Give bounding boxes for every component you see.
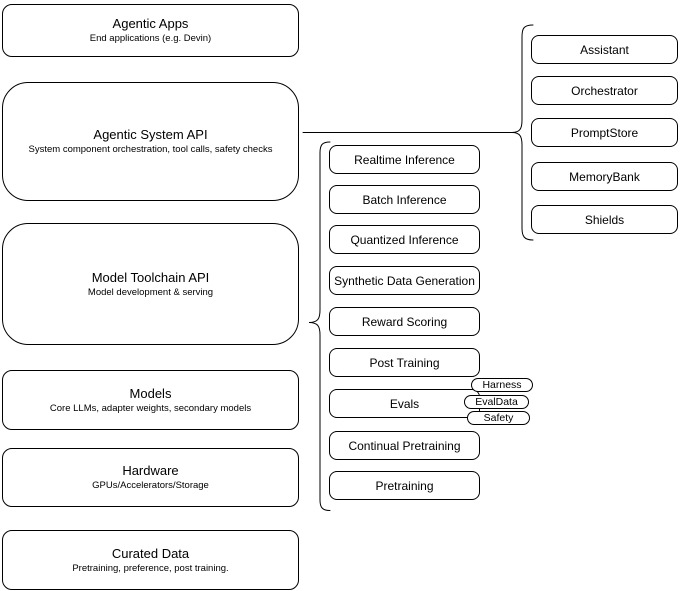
tag-label: Harness <box>482 378 522 391</box>
node-subtitle: Core LLMs, adapter weights, secondary mo… <box>49 402 252 414</box>
tag-evaldata: EvalData <box>464 395 529 409</box>
node-label: Continual Pretraining <box>348 438 461 453</box>
node-label: Quantized Inference <box>350 232 459 247</box>
node-promptstore: PromptStore <box>531 118 678 147</box>
node-subtitle: Pretraining, preference, post training. <box>72 562 229 574</box>
node-label: Batch Inference <box>362 192 447 207</box>
brace-right-column <box>511 24 534 241</box>
node-curated-data: Curated Data Pretraining, preference, po… <box>2 530 299 590</box>
node-title: Models <box>129 385 172 401</box>
node-quantized-inference: Quantized Inference <box>329 225 480 254</box>
node-subtitle: System component orchestration, tool cal… <box>28 144 273 155</box>
node-orchestrator: Orchestrator <box>531 76 678 105</box>
node-model-toolchain-api: Model Toolchain API Model development & … <box>2 223 299 345</box>
node-shields: Shields <box>531 205 678 234</box>
node-label: MemoryBank <box>569 169 640 184</box>
node-subtitle: End applications (e.g. Devin) <box>89 33 212 44</box>
node-label: Pretraining <box>375 478 434 493</box>
node-pretraining: Pretraining <box>329 471 480 500</box>
node-label: Evals <box>389 396 420 411</box>
node-batch-inference: Batch Inference <box>329 185 480 214</box>
node-continual-pretraining: Continual Pretraining <box>329 431 480 460</box>
tag-label: Safety <box>483 411 514 424</box>
node-label: Reward Scoring <box>361 314 448 329</box>
node-title: Agentic Apps <box>112 16 189 31</box>
node-assistant: Assistant <box>531 35 678 64</box>
node-label: Synthetic Data Generation <box>334 273 475 288</box>
node-label: Post Training <box>369 355 440 370</box>
brace-middle-column <box>308 141 331 511</box>
node-hardware: Hardware GPUs/Accelerators/Storage <box>2 448 299 507</box>
tag-label: EvalData <box>475 395 518 408</box>
node-title: Hardware <box>122 463 179 478</box>
node-title: Curated Data <box>111 545 190 561</box>
node-label: PromptStore <box>570 125 639 140</box>
node-title: Agentic System API <box>93 127 208 142</box>
node-memorybank: MemoryBank <box>531 162 678 191</box>
node-realtime-inference: Realtime Inference <box>329 145 480 174</box>
tag-safety: Safety <box>467 411 530 425</box>
node-agentic-apps: Agentic Apps End applications (e.g. Devi… <box>2 4 299 57</box>
node-label: Shields <box>584 212 625 227</box>
node-subtitle: GPUs/Accelerators/Storage <box>92 480 209 491</box>
node-label: Realtime Inference <box>354 152 455 167</box>
node-evals: Evals <box>329 389 480 418</box>
tag-harness: Harness <box>471 378 533 392</box>
node-agentic-system-api: Agentic System API System component orch… <box>2 82 299 201</box>
node-title: Model Toolchain API <box>91 269 210 285</box>
node-label: Orchestrator <box>571 83 638 98</box>
node-reward-scoring: Reward Scoring <box>329 307 480 336</box>
node-models: Models Core LLMs, adapter weights, secon… <box>2 370 299 430</box>
node-label: Assistant <box>580 42 629 57</box>
node-synthetic-data-generation: Synthetic Data Generation <box>329 266 480 295</box>
node-post-training: Post Training <box>329 348 480 377</box>
node-subtitle: Model development & serving <box>87 286 214 298</box>
